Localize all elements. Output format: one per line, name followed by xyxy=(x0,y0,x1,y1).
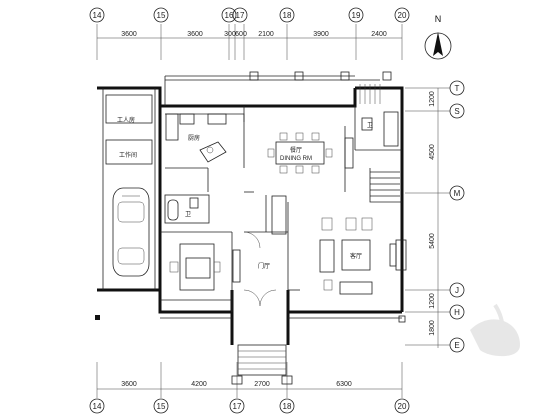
entry-steps xyxy=(231,344,293,385)
compass-icon xyxy=(424,32,452,60)
dim-bottom-2: 4200 xyxy=(191,381,207,388)
garage xyxy=(102,88,156,290)
axis-label-top-20: 20 xyxy=(398,11,407,20)
dim-right-3: 5400 xyxy=(429,233,436,249)
room-label-dining: 餐厅 xyxy=(290,146,302,154)
room-label-dining-en: DINING RM xyxy=(280,156,312,162)
top-axis-bubbles xyxy=(89,7,410,23)
dim-top-7: 2400 xyxy=(371,31,387,38)
axis-label-right-T: T xyxy=(455,84,460,93)
south-terrace xyxy=(160,315,406,323)
dim-right-4: 1200 xyxy=(429,293,436,309)
dim-bottom-1: 3600 xyxy=(121,381,137,388)
axis-label-right-M: M xyxy=(454,189,461,198)
axis-label-right-E: E xyxy=(454,341,459,350)
room-label-kitchen: 厨房 xyxy=(188,134,200,142)
right-axis-bubbles xyxy=(449,80,465,353)
west-bath xyxy=(164,194,210,224)
dim-right-1: 1200 xyxy=(429,91,436,107)
top-stairs xyxy=(359,84,381,104)
bedroom xyxy=(160,231,232,301)
watermark-logo xyxy=(470,303,520,357)
axis-label-bottom-17: 17 xyxy=(233,402,242,411)
top-terrace xyxy=(164,71,392,106)
compass-north-label: N xyxy=(435,14,442,24)
dim-right-5: 1800 xyxy=(429,320,436,336)
kitchen xyxy=(165,106,254,193)
axis-label-right-H: H xyxy=(454,308,460,317)
room-label-foyer: 门厅 xyxy=(258,262,270,270)
axis-label-bottom-20: 20 xyxy=(398,402,407,411)
dim-top-4: 600 xyxy=(235,31,247,38)
dim-right-2: 4500 xyxy=(429,144,436,160)
exterior-walls xyxy=(97,86,404,345)
axis-label-top-16: 16 xyxy=(225,11,234,20)
room-label-workroom: 工作间 xyxy=(119,151,137,159)
car-icon xyxy=(112,187,150,277)
living-room xyxy=(287,202,407,295)
right-dimension-line xyxy=(405,87,450,348)
axis-label-bottom-18: 18 xyxy=(283,402,292,411)
room-label-west-bath: 卫 xyxy=(185,211,191,218)
room-label-maid: 工人房 xyxy=(117,116,135,124)
axis-label-top-14: 14 xyxy=(93,11,102,20)
axis-label-bottom-14: 14 xyxy=(93,402,102,411)
foyer xyxy=(231,195,288,312)
axis-label-top-18: 18 xyxy=(283,11,292,20)
axis-label-top-15: 15 xyxy=(157,11,166,20)
marker-square xyxy=(95,315,100,320)
axis-label-top-17: 17 xyxy=(236,11,245,20)
axis-label-top-19: 19 xyxy=(352,11,361,20)
bottom-dimension-line xyxy=(96,362,403,398)
dim-top-3: 300 xyxy=(224,31,236,38)
dim-top-5: 2100 xyxy=(258,31,274,38)
dim-top-6: 3900 xyxy=(313,31,329,38)
dining-table xyxy=(267,132,333,174)
room-label-east-bath: 卫 xyxy=(367,122,373,129)
dim-top-1: 3600 xyxy=(121,31,137,38)
east-bath-and-stair xyxy=(344,106,402,203)
dim-bottom-3: 2700 xyxy=(254,381,270,388)
axis-label-right-J: J xyxy=(455,286,459,295)
dim-top-2: 3600 xyxy=(187,31,203,38)
dim-bottom-4: 6300 xyxy=(336,381,352,388)
bottom-axis-bubbles xyxy=(89,398,410,414)
room-label-living: 客厅 xyxy=(350,252,362,260)
axis-label-bottom-15: 15 xyxy=(157,402,166,411)
top-dimension-line xyxy=(96,24,403,60)
axis-label-right-S: S xyxy=(454,107,459,116)
